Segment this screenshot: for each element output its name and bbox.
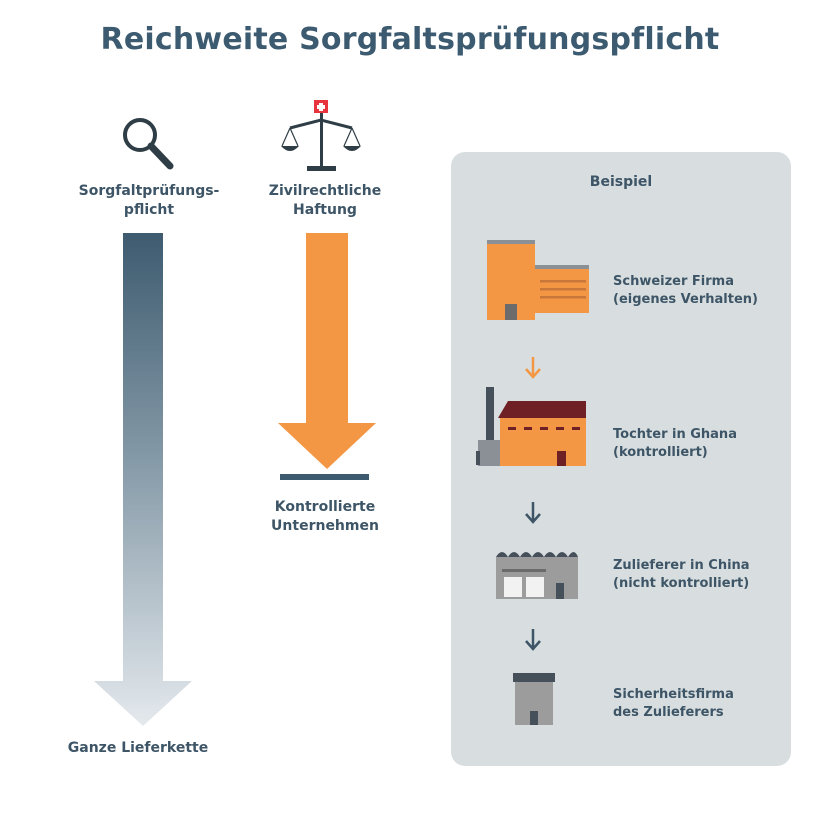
sorgfaltpruefungspflicht-label: Sorgfaltprüfungs- pflicht bbox=[78, 183, 220, 218]
limit-bar bbox=[280, 474, 369, 480]
example-title: Beispiel bbox=[589, 174, 653, 190]
arrow-down-icon bbox=[525, 502, 541, 524]
small-building-icon bbox=[513, 673, 555, 725]
magnifier-icon bbox=[123, 118, 174, 170]
zivilrechtliche-haftung-label: Zivilrechtliche Haftung bbox=[268, 183, 382, 218]
diagram-title: Reichweite Sorgfaltsprüfungspflicht bbox=[100, 22, 720, 57]
example-item-label: Zulieferer in China (nicht kontrolliert) bbox=[613, 558, 750, 591]
example-item-label: Sicherheitsfirma des Zulieferers bbox=[613, 687, 734, 720]
arrow-down-icon bbox=[525, 357, 541, 379]
liability-orange-arrow bbox=[278, 233, 376, 469]
warehouse-icon bbox=[496, 552, 578, 599]
arrow-down-icon bbox=[525, 629, 541, 651]
example-item-label: Tochter in Ghana (kontrolliert) bbox=[613, 427, 737, 460]
kontrollierte-unternehmen-label: Kontrollierte Unternehmen bbox=[271, 499, 379, 534]
factory-icon bbox=[476, 387, 586, 466]
supply-chain-gradient-arrow bbox=[94, 233, 192, 726]
ganze-lieferkette-label: Ganze Lieferkette bbox=[67, 740, 209, 756]
example-item-label: Schweizer Firma (eigenes Verhalten) bbox=[613, 274, 758, 307]
office-building-icon bbox=[487, 240, 589, 320]
scales-icon bbox=[281, 100, 361, 171]
